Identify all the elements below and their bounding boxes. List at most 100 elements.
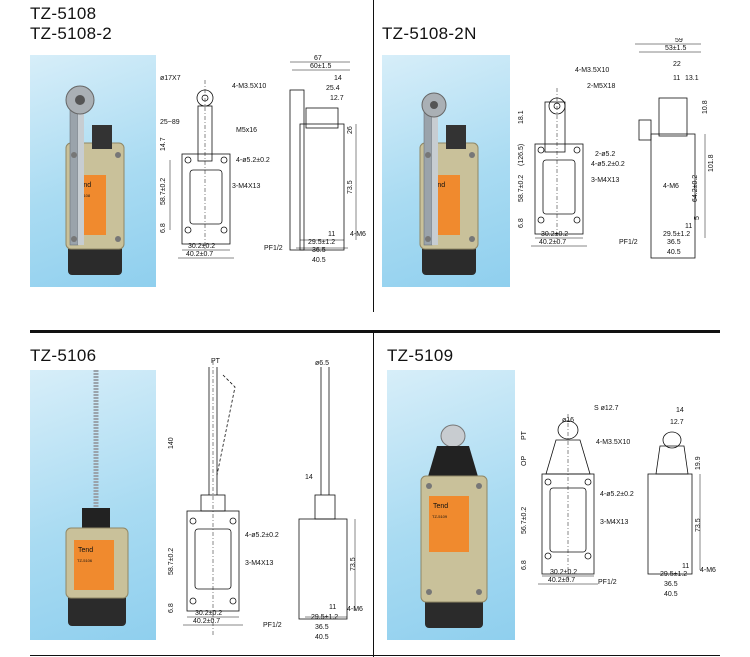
drawing-tz5109: ø16 S ø12.7 PT OP 4-M3.5X10 4-ø5.2±0.2 3… (521, 405, 716, 598)
drawing-tz5108: ø17X7 4-M3.5X10 25~89 M5x16 4-ø5.2±0.2 3… (160, 55, 366, 264)
dim-h1: 14.7 (160, 137, 167, 151)
dim-w2: 40.2±0.7 (539, 239, 566, 246)
drawing-tz5108-2n: 4-M3.5X10 2-M5X18 2-ø5.2 4-ø5.2±0.2 3-M4… (518, 38, 715, 259)
dim-side-screws: 3-M4X13 (232, 183, 261, 190)
dim-top-total: 67 (314, 55, 322, 62)
dim-mount-holes: 4-ø5.2±0.2 (245, 532, 279, 539)
dim-top-tol: 53±1.5 (665, 45, 686, 52)
dim-b29: 29.5±1.2 (308, 239, 335, 246)
divider-bottom (30, 655, 720, 656)
dim-b11: 11 (329, 604, 336, 611)
model-title-tz5109: TZ-5109 (387, 346, 454, 365)
dim-h1265: (126.5) (518, 144, 525, 166)
dim-pt: PT (211, 358, 221, 365)
dim-hole-h: 58.7±0.2 (518, 175, 525, 202)
dim-angle: 25~89 (160, 119, 180, 126)
model-title-tz5108-2: TZ-5108-2 (30, 24, 113, 43)
dim-r13: 13.1 (685, 75, 699, 82)
dim-r14: 14 (334, 75, 342, 82)
product-photo-tz5108-2n: Tend (382, 55, 510, 287)
dim-mount-holes: 4-ø5.2±0.2 (600, 491, 634, 498)
photo-model-label: TZ-5106 (77, 558, 93, 563)
dim-b36: 36.5 (315, 624, 329, 631)
dim-m6: 4-M6 (700, 567, 716, 574)
dim-h5: 5 (694, 216, 701, 220)
product-photo-tz5106: Tend TZ-5106 (30, 370, 156, 640)
dim-hole-h: 56.7±0.2 (521, 507, 528, 534)
dim-holes-a: 2-ø5.2 (595, 151, 615, 158)
dim-h26: 26 (347, 126, 354, 134)
dim-body-h: 73.5 (695, 518, 702, 532)
dim-b40: 40.5 (315, 634, 329, 641)
dim-side-screws: 3-M4X13 (245, 560, 274, 567)
dim-side-screws: 3-M4X13 (600, 519, 629, 526)
model-title-tz5108-2n: TZ-5108-2N (382, 24, 477, 43)
dim-screws-top: 4-M3.5X10 (232, 83, 266, 90)
dim-hole-h: 58.7±0.2 (160, 178, 167, 205)
dim-r14: 14 (676, 407, 684, 414)
dim-h1018: 101.8 (708, 154, 715, 172)
divider-vertical-top (373, 0, 374, 312)
dim-b29: 29.5±1.2 (663, 231, 690, 238)
dim-m6: 4-M6 (347, 606, 363, 613)
dim-m6: 4-M6 (663, 183, 679, 190)
dim-r14: 14 (305, 474, 313, 481)
dim-h199: 19.9 (695, 456, 702, 470)
dim-r25: 25.4 (326, 85, 340, 92)
divider-vertical-bottom (373, 333, 374, 657)
dim-pf: PF1/2 (264, 245, 283, 252)
dim-base-h: 6.8 (160, 223, 167, 233)
dim-b29: 29.5±1.2 (311, 614, 338, 621)
drawing-tz5106: PT 140 4-ø5.2±0.2 3-M4X13 58.7±0.2 6.8 3… (168, 358, 363, 641)
dim-hole-h: 58.7±0.2 (168, 548, 175, 575)
dim-base-h: 6.8 (521, 560, 528, 570)
dim-pt: PT (521, 430, 528, 440)
dim-h108: 10.8 (702, 100, 709, 114)
model-title-tz5106: TZ-5106 (30, 346, 97, 365)
dim-d16: ø16 (562, 417, 574, 424)
photo-model-label: TZ-5109 (432, 514, 448, 519)
dim-arm: M5x16 (236, 127, 257, 134)
dim-b40: 40.5 (667, 249, 681, 256)
product-photo-tz5108: Tend TZ-5108 (30, 55, 156, 287)
dim-b36: 36.5 (664, 581, 678, 588)
dim-b36: 36.5 (667, 239, 681, 246)
dim-b29: 29.5±1.2 (660, 571, 687, 578)
dim-base-h: 6.8 (168, 603, 175, 613)
dim-w1: 30.2±0.2 (541, 231, 568, 238)
dim-s127: S ø12.7 (594, 405, 619, 412)
dim-r12: 12.7 (330, 95, 344, 102)
dim-w1: 30.2±0.2 (195, 610, 222, 617)
dim-top-total: 59 (675, 38, 683, 44)
dim-w2: 40.2±0.7 (548, 577, 575, 584)
dim-h181: 18.1 (518, 110, 525, 124)
dim-base-h: 6.8 (518, 218, 525, 228)
photo-brand-label: Tend (433, 503, 448, 510)
dim-r11: 11 (673, 75, 680, 82)
dim-b11: 11 (685, 223, 692, 230)
dim-h140: 140 (168, 437, 175, 449)
dim-r22: 22 (673, 61, 681, 68)
dim-b40: 40.5 (312, 257, 326, 264)
dim-mount-holes: 4-ø5.2±0.2 (591, 161, 625, 168)
dim-b11: 11 (682, 563, 689, 570)
dim-arm: 2-M5X18 (587, 83, 616, 90)
photo-brand-label: Tend (78, 547, 93, 554)
dim-w1: 30.2±0.2 (550, 569, 577, 576)
dim-m6: 4-M6 (350, 231, 366, 238)
dim-op: OP (521, 456, 528, 466)
dim-b40: 40.5 (664, 591, 678, 598)
dim-mount-holes: 4-ø5.2±0.2 (236, 157, 270, 164)
dim-b11: 11 (328, 231, 335, 238)
dim-w2: 40.2±0.7 (193, 618, 220, 625)
dim-top-tol: 60±1.5 (310, 63, 331, 70)
dim-pf: PF1/2 (263, 622, 282, 629)
dim-h642: 64.2±0.2 (692, 175, 699, 202)
dim-body-h: 73.5 (347, 180, 354, 194)
dim-screws-top: 4-M3.5X10 (596, 439, 630, 446)
product-photo-tz5109: Tend TZ-5109 (387, 370, 515, 640)
dim-body-h: 73.5 (350, 557, 357, 571)
dim-roller: ø17X7 (160, 75, 181, 82)
dim-w1: 30.2±0.2 (188, 243, 215, 250)
dim-side-screws: 3-M4X13 (591, 177, 620, 184)
